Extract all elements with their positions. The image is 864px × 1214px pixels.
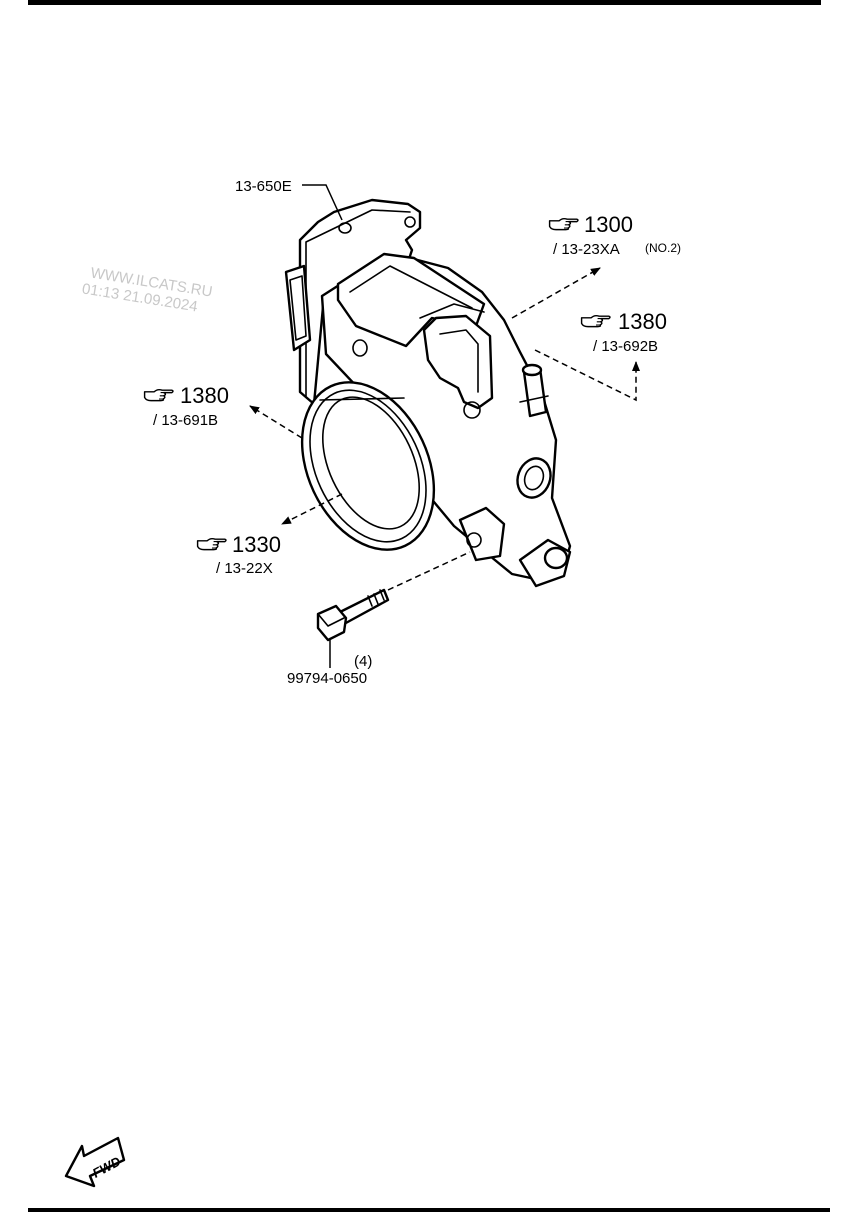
- watermark: WWW.ILCATS.RU 01:13 21.09.2024: [81, 265, 214, 316]
- ref-sub: / 13-691B: [153, 412, 218, 429]
- pointing-hand-icon: [143, 388, 174, 402]
- top-border: [28, 0, 821, 5]
- ref-1300[interactable]: 1300 / 13-23XA (NO.2): [548, 212, 681, 258]
- part-label-throttle-body[interactable]: 13-650E: [235, 178, 292, 195]
- ref-sub: / 13-692B: [593, 338, 658, 355]
- ref-note: (NO.2): [645, 241, 681, 255]
- forward-arrow-icon: FWD: [64, 1136, 126, 1188]
- bolt-qty: (4): [354, 653, 372, 670]
- ref-sub: / 13-22X: [216, 560, 273, 577]
- bottom-border: [28, 1208, 830, 1212]
- ref-1380-right[interactable]: 1380 / 13-692B: [580, 309, 667, 355]
- ref-group: 1380: [618, 309, 667, 334]
- ref-1330[interactable]: 1330 / 13-22X: [196, 532, 281, 577]
- part-label-bolt[interactable]: 99794-0650: [287, 670, 367, 687]
- pointing-hand-icon: [580, 314, 611, 328]
- throttle-body-drawing: [284, 198, 572, 588]
- bolt-drawing: [316, 588, 390, 642]
- ref-group: 1330: [232, 532, 281, 557]
- ref-group: 1300: [584, 212, 633, 237]
- ref-sub: / 13-23XA: [553, 241, 620, 258]
- leader-lines: [249, 184, 640, 668]
- pointing-hand-icon: [548, 217, 579, 231]
- ref-1380-left[interactable]: 1380 / 13-691B: [143, 383, 229, 429]
- pointing-hand-icon: [196, 537, 227, 551]
- ref-group: 1380: [180, 383, 229, 408]
